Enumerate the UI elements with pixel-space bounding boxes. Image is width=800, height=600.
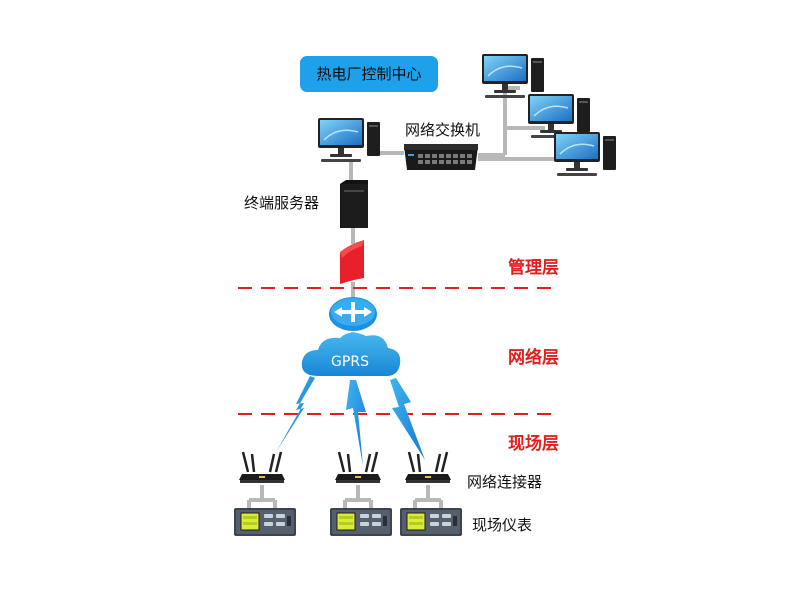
network-connector-icon	[403, 450, 453, 485]
network-layer-label: 网络层	[508, 348, 559, 368]
network-connector-icon	[237, 450, 287, 485]
server-label: 终端服务器	[244, 194, 320, 212]
network-switch-icon	[404, 144, 478, 170]
gprs-cloud	[301, 332, 401, 377]
workstation-pc-icon	[481, 53, 545, 99]
meter-label: 现场仪表	[472, 516, 533, 534]
router-node-icon	[329, 297, 377, 331]
field-meter-icon	[329, 507, 393, 537]
network-connector-icon	[333, 450, 383, 485]
control-center-title: 热电厂控制中心	[300, 56, 438, 92]
workstation-pc-icon	[527, 93, 591, 139]
gprs-label: GPRS	[331, 354, 369, 370]
field-meter-icon	[399, 507, 463, 537]
field-meter-icon	[233, 507, 297, 537]
field-layer-label: 现场层	[508, 434, 559, 454]
management-layer-label: 管理层	[508, 258, 559, 278]
layer-divider-lines	[238, 287, 556, 415]
wireless-link-icon	[276, 376, 425, 466]
firewall-icon	[340, 240, 364, 284]
terminal-server-icon	[340, 180, 368, 228]
connector-label: 网络连接器	[467, 473, 543, 491]
switch-label: 网络交换机	[405, 121, 481, 139]
workstation-pc-icon	[553, 131, 617, 177]
control-pc-icon	[317, 117, 381, 163]
